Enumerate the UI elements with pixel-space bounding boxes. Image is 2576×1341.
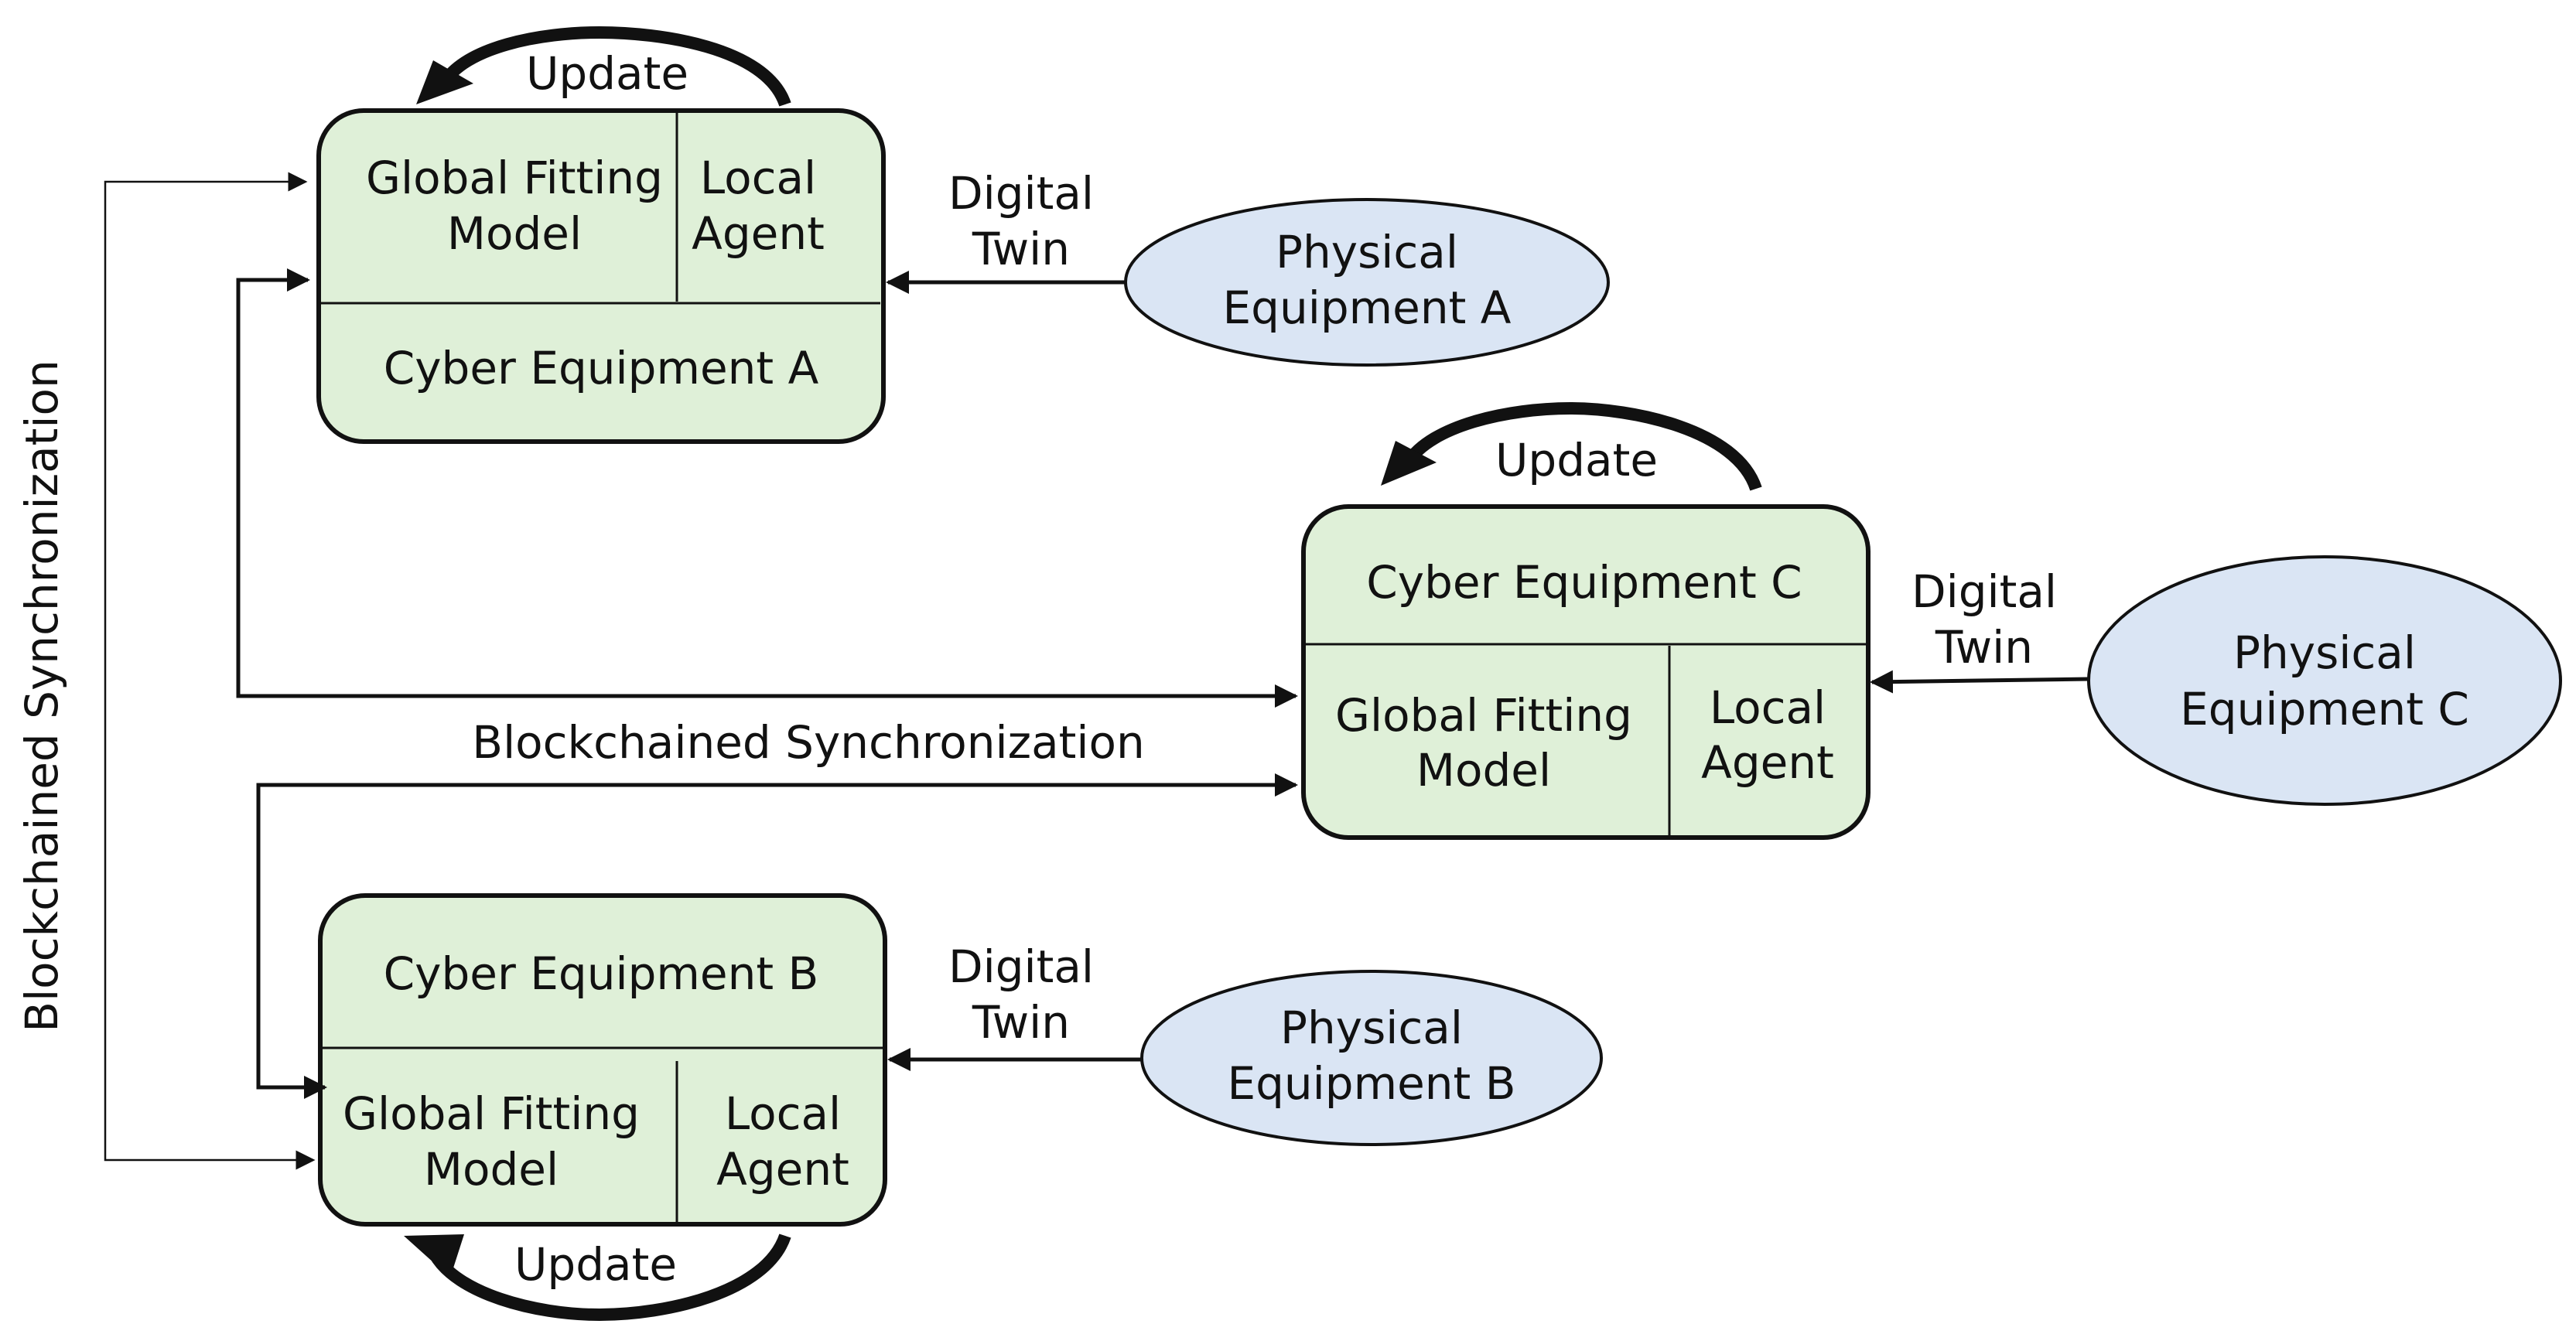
update-a-label: Update (526, 47, 688, 100)
cyber-equipment-b-model-text2: Model (424, 1143, 559, 1196)
update-a: Update (416, 26, 791, 107)
digital-twin-c-arrow (1870, 670, 2089, 694)
update-c-arrow (1402, 401, 1762, 491)
physical-equipment-b-line1: Physical (1280, 1001, 1463, 1054)
digital-twin-a-line1: Digital (948, 167, 1094, 220)
cyber-equipment-a-title: Cyber Equipment A (384, 342, 819, 394)
digital-twin-a: Digital Twin (886, 167, 1126, 294)
cyber-equipment-b-agent-text2: Agent (716, 1143, 849, 1196)
update-c: Update (1381, 401, 1762, 491)
cyber-equipment-c-box: Cyber Equipment C Global Fitting Model L… (1301, 504, 1871, 840)
digital-twin-b-line1: Digital (948, 940, 1094, 993)
physical-equipment-a-line1: Physical (1276, 226, 1458, 278)
cyber-equipment-a-model-line2: Model (447, 207, 582, 260)
cyber-equipment-b-agent-line2: Agent (716, 1143, 849, 1196)
cyber-equipment-b-title: Cyber Equipment B (384, 947, 819, 1000)
update-a-arrow (437, 26, 791, 107)
physical-equipment-a-line2: Equipment A (1223, 282, 1512, 334)
cyber-equipment-c-agent-text2: Agent (1701, 736, 1834, 789)
digital-twin-c: Digital Twin (1870, 565, 2089, 694)
cyber-equipment-c-agent-line2: Agent (1701, 736, 1834, 789)
physical-equipment-b-line2: Equipment B (1227, 1057, 1515, 1110)
cyber-equipment-c-agent-text: Local (1710, 681, 1826, 734)
cyber-equipment-b-agent-text: Local (725, 1087, 841, 1140)
update-c-arrowhead (1381, 441, 1437, 486)
cyber-equipment-a-box: Global Fitting Model Local Agent Cyber E… (316, 108, 886, 444)
cyber-equipment-c-model-text: Global Fitting (1335, 689, 1632, 742)
cyber-equipment-a-agent-text2: Agent (692, 207, 825, 260)
cyber-equipment-a-agent-line2: Agent (692, 207, 825, 260)
cyber-equipment-a-model-text: Global Fitting (366, 152, 663, 204)
digital-twin-c-line1: Digital (1912, 565, 2057, 618)
digital-twin-b: Digital Twin (887, 940, 1142, 1071)
physical-equipment-c-line1: Physical (2233, 626, 2416, 679)
physical-equipment-c-shape (2087, 555, 2562, 806)
physical-equipment-a: Physical Equipment A (1124, 198, 1610, 367)
cyber-equipment-b-model-line2: Model (424, 1143, 559, 1196)
cyber-equipment-a-model-text2: Model (447, 207, 582, 260)
update-a-arrowhead (416, 60, 473, 104)
cyber-equipment-c-title: Cyber Equipment C (1366, 556, 1802, 609)
sync-a-c (236, 268, 1298, 708)
sync-a-b-connector (104, 172, 316, 1170)
digital-twin-c-line2: Twin (1935, 621, 2033, 674)
sync-vertical-label: Blockchained Synchronization (15, 360, 68, 1032)
cyber-equipment-b-box: Cyber Equipment B Global Fitting Model L… (318, 893, 887, 1227)
cyber-equipment-a-agent-line1: Local (700, 152, 816, 204)
sync-horizontal-label: Blockchained Synchronization (472, 716, 1144, 769)
digital-twin-a-line2: Twin (972, 223, 1070, 275)
cyber-equipment-c-model-line2: Model (1416, 744, 1551, 797)
cyber-equipment-c-frame (1301, 504, 1871, 840)
cyber-equipment-c-model-line1: Global Fitting (1335, 689, 1632, 742)
physical-equipment-c: Physical Equipment C (2087, 555, 2562, 806)
cyber-equipment-c-model-text2: Model (1416, 744, 1551, 797)
digital-twin-b-line2: Twin (972, 996, 1070, 1049)
cyber-equipment-a-agent-text: Local (700, 152, 816, 204)
cyber-equipment-b-model-text: Global Fitting (343, 1087, 640, 1140)
update-b-label: Update (514, 1238, 677, 1291)
cyber-equipment-c-agent-line1: Local (1710, 681, 1826, 734)
update-b: Update (404, 1234, 791, 1322)
update-b-arrow (429, 1234, 791, 1322)
cyber-equipment-b-model-line1: Global Fitting (343, 1087, 640, 1140)
cyber-equipment-b-agent-line1: Local (725, 1087, 841, 1140)
sync-a-b: Blockchained Synchronization (15, 172, 316, 1170)
update-b-arrowhead (404, 1234, 464, 1278)
update-c-label: Update (1495, 434, 1658, 486)
physical-equipment-b: Physical Equipment B (1140, 970, 1603, 1146)
cyber-equipment-a-model-line1: Global Fitting (366, 152, 663, 204)
sync-a-c-connector (236, 268, 1298, 708)
physical-equipment-c-line2: Equipment C (2180, 683, 2469, 735)
